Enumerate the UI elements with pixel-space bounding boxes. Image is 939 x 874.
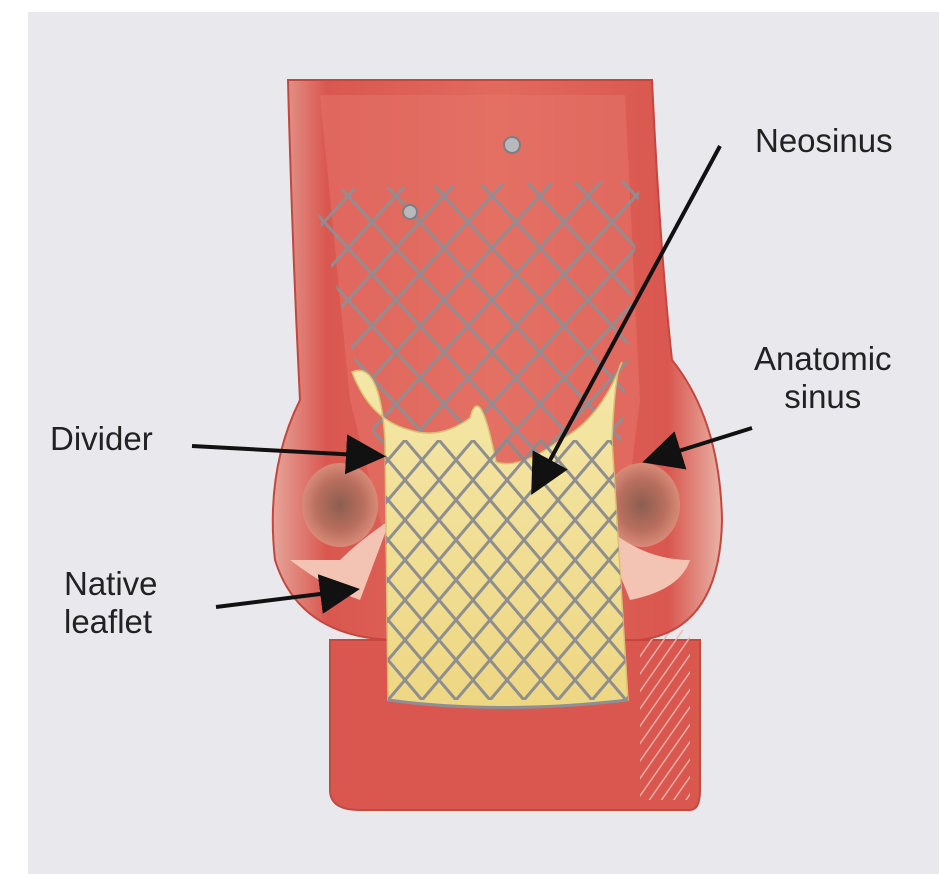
neosinus-label: Neosinus — [755, 122, 893, 160]
anatomic-sinus-label-line2: sinus — [754, 378, 892, 416]
lvot-hatch — [640, 630, 690, 800]
stent-crown-tip — [504, 137, 520, 153]
native-leaflet-label: Native leaflet — [64, 565, 158, 641]
native-leaflet-label-line1: Native — [64, 565, 158, 603]
stent-crown-tip — [403, 205, 417, 219]
anatomic-sinus-label-line1: Anatomic — [754, 340, 892, 378]
divider-label: Divider — [50, 420, 153, 458]
anatomic-sinus-label: Anatomic sinus — [754, 340, 892, 416]
native-leaflet-label-line2: leaflet — [64, 603, 158, 641]
stent-lower-frame — [385, 440, 628, 700]
left-sinus-cavity — [302, 463, 378, 547]
